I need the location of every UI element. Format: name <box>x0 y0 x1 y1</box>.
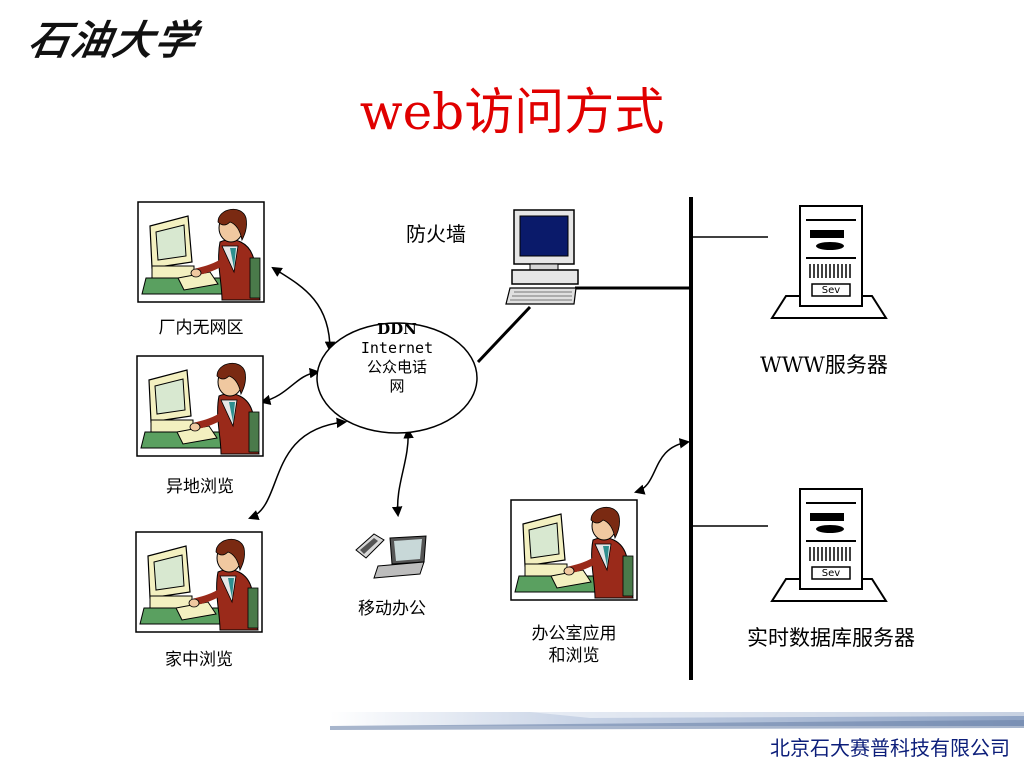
home-workstation-image <box>135 531 263 633</box>
www-server-image: Sev <box>771 205 887 319</box>
network-line-ddn: DDN <box>377 320 417 338</box>
laptop-icon <box>373 535 427 579</box>
home-label: 家中浏览 <box>165 650 233 670</box>
db-server-image: Sev <box>771 488 887 602</box>
www-server-badge: Sev <box>822 285 841 296</box>
page-title: web访问方式 <box>359 83 665 141</box>
office-label-line2: 和浏览 <box>548 646 600 666</box>
cloud-firewall-link <box>476 305 532 364</box>
arrow-home <box>248 417 348 520</box>
firewall-computer-image <box>505 209 579 305</box>
mobile-devices-image <box>355 533 427 579</box>
remote-label: 异地浏览 <box>166 477 234 497</box>
office-label-line1: 办公室应用 <box>531 624 617 644</box>
mobile-label: 移动办公 <box>358 599 426 619</box>
network-line-internet: Internet <box>360 339 434 357</box>
factory-label: 厂内无网区 <box>158 318 244 338</box>
remote-workstation-image <box>136 355 264 457</box>
network-cloud <box>316 322 478 434</box>
factory-workstation-image <box>137 201 265 303</box>
arrow-office <box>633 438 691 495</box>
arrow-mobile <box>391 427 414 518</box>
db-server-label: 实时数据库服务器 <box>747 626 915 650</box>
mobile-phone-icon <box>355 533 385 559</box>
firewall-label: 防火墙 <box>406 222 466 246</box>
network-cloud-label: DDN Internet 公众电话 网 <box>345 320 449 396</box>
www-server-label: WWW服务器 <box>760 353 888 377</box>
db-server-badge: Sev <box>822 568 841 579</box>
footer-band <box>330 712 1024 730</box>
network-line-net: 网 <box>389 377 405 395</box>
office-label: 办公室应用 和浏览 <box>510 623 638 667</box>
network-line-phone: 公众电话 <box>366 358 427 376</box>
arrow-remote <box>259 367 321 406</box>
office-workstation-image <box>510 499 638 601</box>
arrow-factory <box>271 266 336 353</box>
company-name: 北京石大赛普科技有限公司 <box>770 736 1010 760</box>
